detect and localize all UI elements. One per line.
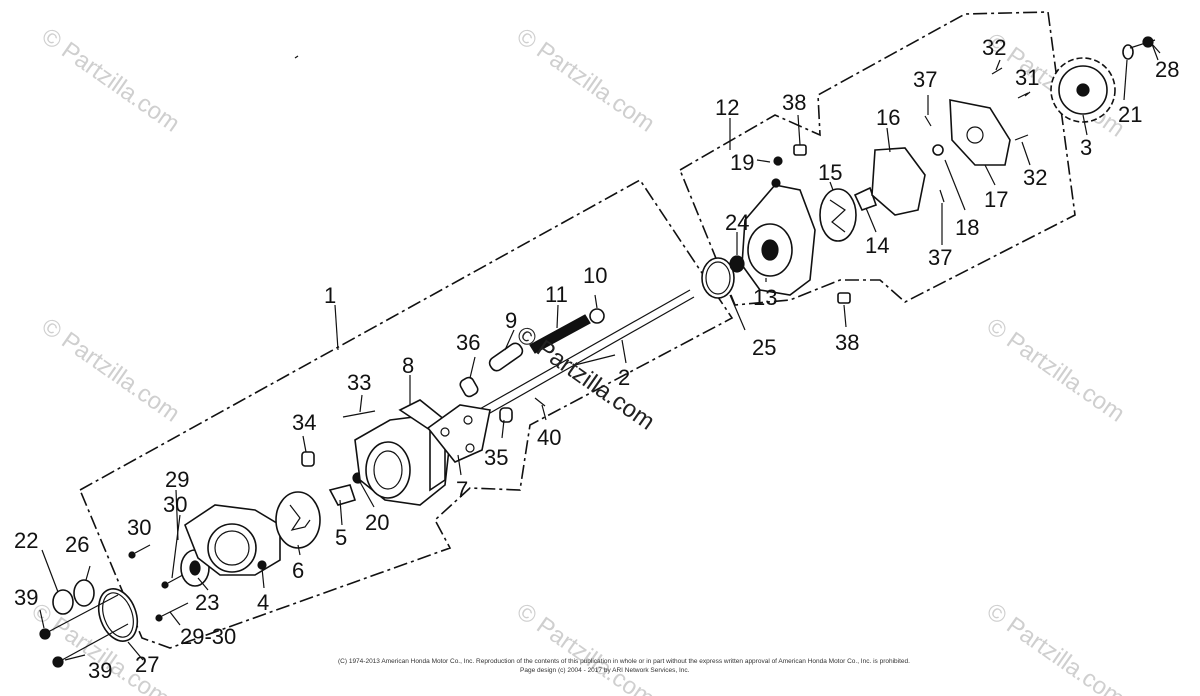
callout-11: 11 [545, 282, 568, 307]
callout-36: 36 [456, 330, 480, 355]
callout-6: 6 [292, 558, 304, 583]
callout-8: 8 [402, 353, 414, 378]
callout-20: 20 [365, 510, 389, 535]
leader-lines [39, 43, 1161, 661]
callout-29-30: 29-30 [180, 624, 236, 649]
callout-28: 28 [1155, 57, 1179, 82]
copyright-line-2: Page design (c) 2004 - 2017 by ARI Netwo… [520, 667, 690, 674]
gasket-16 [871, 147, 926, 216]
callout-2: 2 [618, 365, 630, 390]
copyright-line-1: (C) 1974-2013 American Honda Motor Co., … [338, 658, 910, 665]
callout-27: 27 [135, 652, 159, 677]
watermark: © Partzilla.com [512, 23, 660, 138]
callout-25: 25 [752, 335, 776, 360]
callout-26: 26 [65, 532, 89, 557]
callout-35: 35 [484, 445, 508, 470]
callout-37-top: 37 [913, 67, 937, 92]
callout-13: 13 [753, 285, 777, 310]
callout-18: 18 [955, 215, 979, 240]
callout-16: 16 [876, 105, 900, 130]
callout-10: 10 [583, 263, 607, 288]
bolt-33 [342, 410, 376, 418]
bolt-38-top [793, 144, 807, 156]
callout-23: 23 [195, 590, 219, 615]
callout-5: 5 [335, 525, 347, 550]
callout-21: 21 [1118, 102, 1142, 127]
callout-30-top: 30 [127, 515, 151, 540]
inner-rotor-14 [853, 186, 878, 211]
callout-15: 15 [818, 160, 842, 185]
callout-39-bottom: 39 [88, 658, 112, 683]
callout-29: 29 [165, 467, 189, 492]
drive-shaft [477, 289, 695, 418]
washer-21 [1122, 44, 1134, 60]
right-parts [729, 36, 1156, 304]
bolt-38-bottom [837, 292, 851, 304]
callout-22: 22 [14, 528, 38, 553]
callout-9: 9 [505, 308, 517, 333]
pin-19 [773, 156, 783, 166]
callout-30-mid: 30 [163, 492, 187, 517]
pin-18 [932, 144, 944, 156]
bolt-30-top [134, 544, 151, 554]
assembly-frames [78, 11, 1076, 649]
callouts: 1 2 3 4 5 6 7 8 9 10 11 12 13 14 15 16 1… [14, 35, 1179, 683]
inner-rotor-5 [328, 484, 357, 506]
collar-36 [459, 376, 479, 398]
collar-35 [499, 407, 513, 423]
pin-37-bottom [939, 189, 945, 203]
cover-17 [949, 99, 1011, 166]
callout-3: 3 [1080, 135, 1092, 160]
dowel-34 [301, 451, 315, 467]
rotor-15 [819, 188, 857, 242]
callout-37-bottom: 37 [928, 245, 952, 270]
bolt-39-lower [61, 623, 129, 661]
oring-25 [701, 257, 735, 299]
callout-32-top: 32 [982, 35, 1006, 60]
callout-34: 34 [292, 410, 316, 435]
right-assembly-frame [678, 11, 1076, 306]
washer-22 [52, 589, 74, 615]
washer-10 [589, 308, 605, 324]
watermark: © Partzilla.com [37, 313, 185, 428]
bolt-39-upper [47, 594, 119, 633]
callout-32-bottom: 32 [1023, 165, 1047, 190]
callout-19: 19 [730, 150, 754, 175]
callout-4: 4 [257, 590, 269, 615]
pin-40 [534, 397, 546, 407]
oring-26 [73, 579, 95, 607]
pin-37-top [924, 115, 932, 127]
callout-31: 31 [1015, 65, 1039, 90]
callout-38-top: 38 [782, 90, 806, 115]
watermark: © Partzilla.com [982, 313, 1130, 428]
callout-38-bottom: 38 [835, 330, 859, 355]
callout-40: 40 [537, 425, 561, 450]
screw-31 [1017, 92, 1029, 99]
left-assembly-frame [78, 178, 734, 649]
watermark: © Partzilla.com [37, 23, 185, 138]
pin-9 [488, 342, 524, 372]
callout-12: 12 [715, 95, 739, 120]
bolt-29-30 [161, 602, 189, 617]
callout-24: 24 [725, 210, 749, 235]
left-parts [39, 257, 735, 668]
callout-7: 7 [456, 477, 468, 502]
screw-32-top [991, 67, 1003, 75]
callout-14: 14 [865, 233, 889, 258]
callout-39-top: 39 [14, 585, 38, 610]
watermark: © Partzilla.com [982, 598, 1130, 696]
callout-17: 17 [984, 187, 1008, 212]
screw-32-bottom [1014, 134, 1029, 141]
callout-33: 33 [347, 370, 371, 395]
callout-1: 1 [324, 283, 336, 308]
seal-24 [729, 255, 745, 273]
watermark: © Partzilla.com [512, 598, 660, 696]
spring-11 [529, 314, 591, 354]
